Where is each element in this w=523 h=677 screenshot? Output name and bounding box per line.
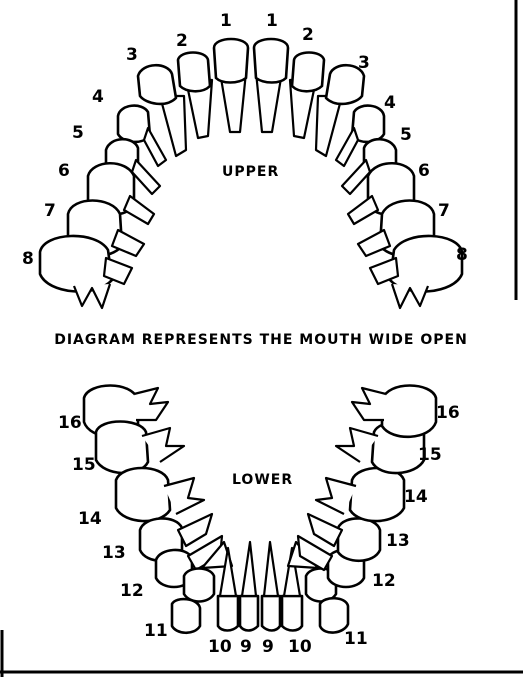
lower-tooth-15-left xyxy=(96,422,184,474)
upper-right-number-3: 3 xyxy=(358,53,370,73)
upper-left-number-7: 7 xyxy=(44,201,56,221)
upper-tooth-1-left xyxy=(214,39,248,132)
upper-tooth-1-right xyxy=(254,39,288,132)
upper-right-number-1: 1 xyxy=(266,11,278,31)
lower-right-number-16: 16 xyxy=(436,403,460,423)
lower-left-number-10: 10 xyxy=(208,637,232,657)
lower-left-number-14: 14 xyxy=(78,509,102,529)
lower-tooth-14-right xyxy=(316,468,404,521)
lower-tooth-16-right xyxy=(352,386,436,437)
upper-right-number-7: 7 xyxy=(438,201,450,221)
lower-right-number-11: 11 xyxy=(344,629,368,649)
lower-left-number-13: 13 xyxy=(102,543,126,563)
lower-right-number-14: 14 xyxy=(404,487,428,507)
lower-tooth-9-right xyxy=(262,542,280,631)
lower-left-number-15: 15 xyxy=(72,455,96,475)
upper-left-number-1: 1 xyxy=(220,11,232,31)
upper-jaw-label: UPPER xyxy=(222,164,279,180)
upper-right-number-2: 2 xyxy=(302,25,314,45)
lower-left-number-16: 16 xyxy=(58,413,82,433)
lower-right-number-10: 10 xyxy=(288,637,312,657)
lower-left-number-9: 9 xyxy=(240,637,252,657)
upper-left-number-6: 6 xyxy=(58,161,70,181)
upper-right-number-4: 4 xyxy=(384,93,396,113)
upper-right-number-5: 5 xyxy=(400,125,412,145)
upper-left-number-2: 2 xyxy=(176,31,188,51)
upper-left-number-4: 4 xyxy=(92,87,104,107)
lower-tooth-14-left xyxy=(116,468,204,521)
upper-left-number-3: 3 xyxy=(126,45,138,65)
upper-right-number-6: 6 xyxy=(418,161,430,181)
upper-left-number-8: 8 xyxy=(22,249,34,269)
lower-left-number-11: 11 xyxy=(144,621,168,641)
lower-right-number-12: 12 xyxy=(372,571,396,591)
lower-right-number-13: 13 xyxy=(386,531,410,551)
lower-tooth-9-left xyxy=(240,542,258,631)
upper-left-number-5: 5 xyxy=(72,123,84,143)
lower-jaw-label: LOWER xyxy=(232,472,293,488)
diagram-caption: DIAGRAM REPRESENTS THE MOUTH WIDE OPEN xyxy=(54,332,468,348)
lower-right-number-15: 15 xyxy=(418,445,442,465)
lower-right-number-9: 9 xyxy=(262,637,274,657)
upper-right-number-8: 8 xyxy=(456,245,468,265)
lower-left-number-12: 12 xyxy=(120,581,144,601)
